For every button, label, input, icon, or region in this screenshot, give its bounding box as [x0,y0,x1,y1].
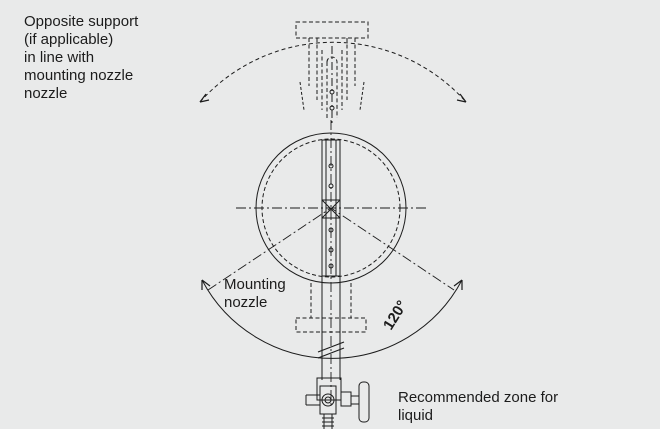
opposite-support-label: Opposite support (if applicable) in line… [24,13,139,102]
mounting-nozzle-label: Mounting nozzle [224,276,286,311]
opposite-support-fitting [295,21,369,118]
opposite-support-angle-arc [199,41,467,103]
recommended-zone-arc [201,279,463,359]
shut-off-valve [305,377,370,429]
level-gauge-body [321,139,341,277]
recommended-zone-label: Recommended zone for liquid [398,389,559,424]
mounting-nozzle-outline [295,283,367,333]
opposite-support-rod [299,46,365,124]
